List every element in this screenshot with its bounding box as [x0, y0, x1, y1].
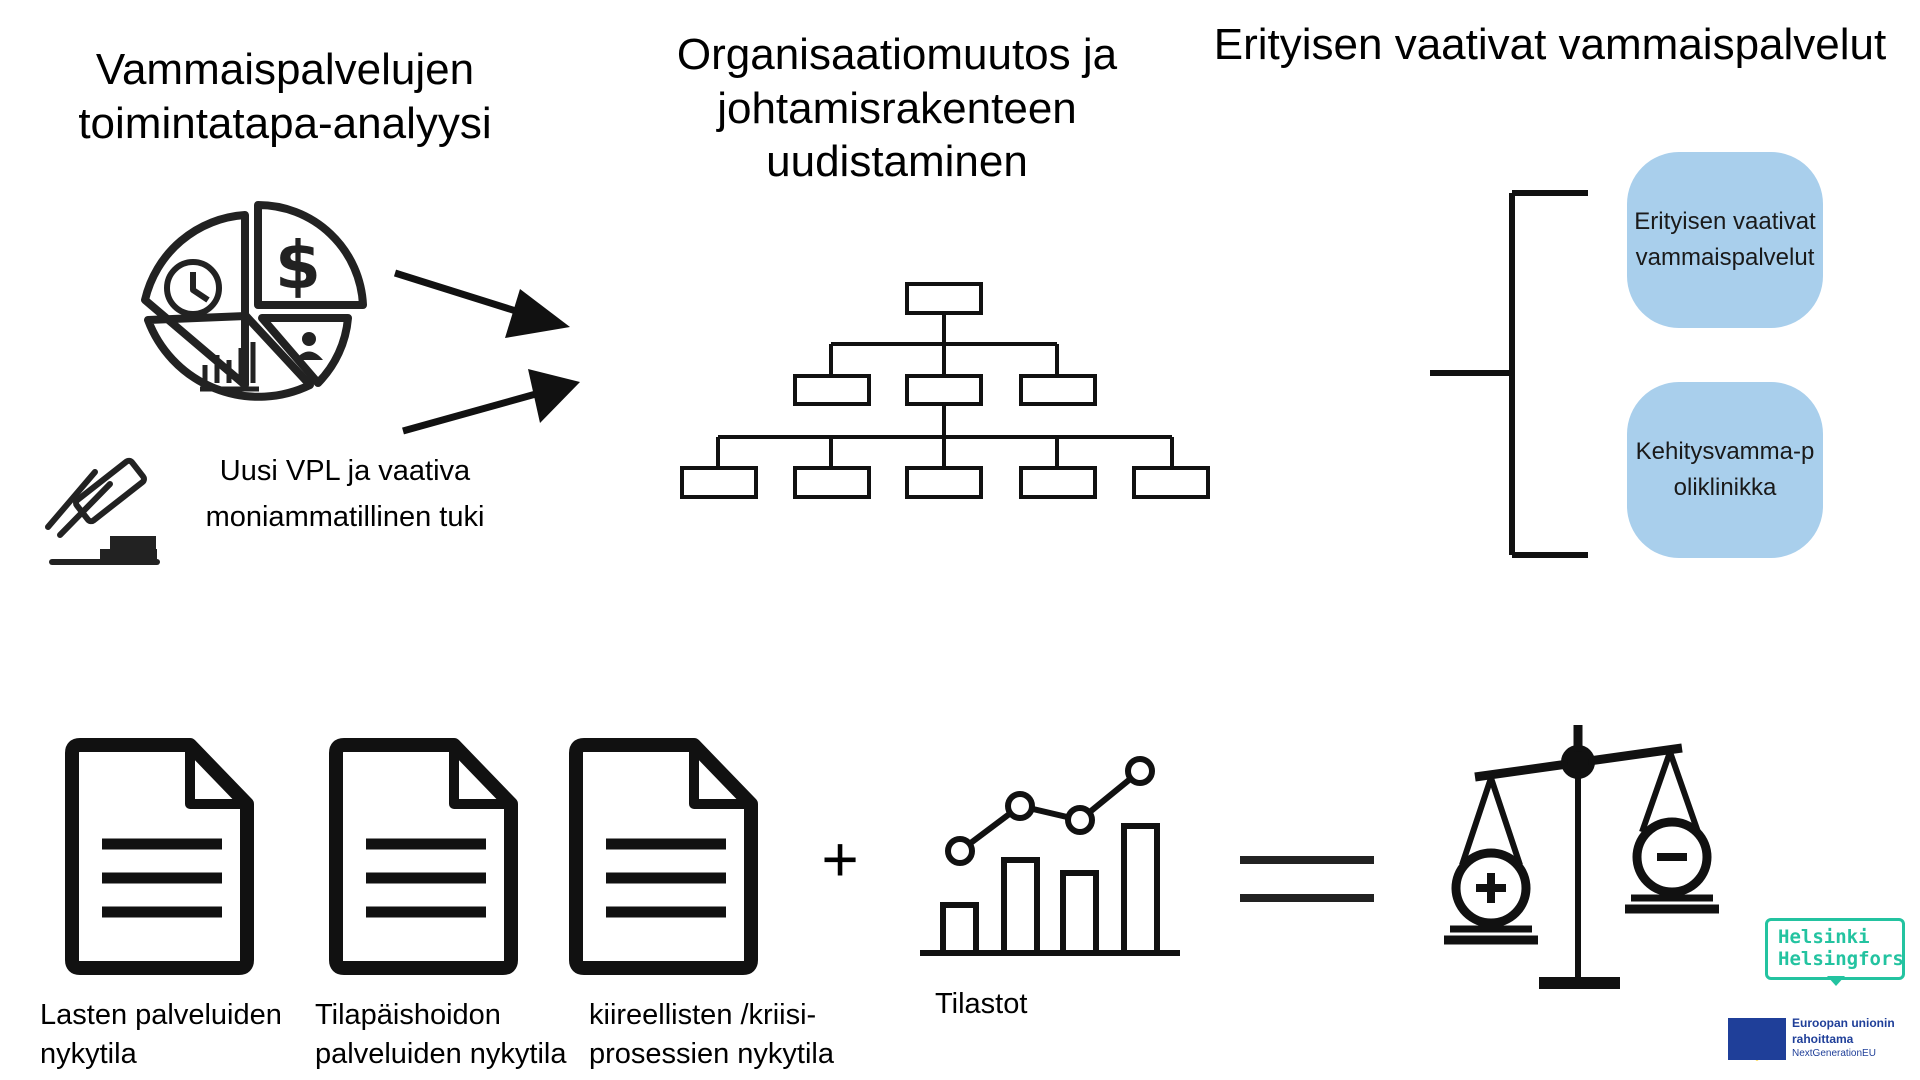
org-chart [680, 282, 1210, 499]
document-label: kiireellisten /kriisi-prosessien nykytil… [589, 999, 834, 1071]
document-icon [569, 738, 758, 975]
branch-bracket [1430, 190, 1588, 558]
branch-special-services: Erityisen vaativat vammaispalvelut [1627, 152, 1823, 328]
document-label: Lasten palveluiden nykytila [40, 999, 282, 1071]
svg-text:$: $ [275, 227, 321, 304]
branch-label: Erityisen vaativat vammaispalvelut [1634, 208, 1816, 271]
law-note: Uusi VPL ja vaativa moniammatillinen tuk… [205, 455, 485, 534]
helsinki-logo-line1: Helsinki [1778, 926, 1870, 948]
arrow-icon [393, 269, 580, 435]
gavel-icon [45, 457, 160, 565]
scales-icon [1444, 725, 1719, 989]
branch-label: Kehitysvamma-poliklinikka [1635, 438, 1815, 501]
eu-flag-icon [1728, 1018, 1786, 1060]
helsinki-logo: Helsinki Helsingfors [1765, 918, 1905, 980]
eu-funding-line1: Euroopan unionin [1792, 1016, 1895, 1030]
document-icon [329, 738, 518, 975]
eu-funding-line3: NextGenerationEU [1792, 1048, 1876, 1060]
special-services-title: Erityisen vaativat vammaispalvelut [1213, 20, 1887, 69]
document-label: Tilapäishoidon palveluiden nykytila [315, 999, 567, 1071]
statistics-label: Tilastot [935, 988, 1028, 1020]
branch-outpatient-clinic: Kehitysvamma-poliklinikka [1627, 382, 1823, 558]
helsinki-logo-line2: Helsingfors [1778, 947, 1904, 970]
reorg-title: Organisaatiomuutos ja johtamisrakenteen … [676, 30, 1118, 187]
eu-funding-text: Euroopan unionin rahoittama NextGenerati… [1792, 1016, 1895, 1060]
statistics-icon [920, 756, 1180, 956]
analysis-title: Vammaispalvelujen toimintatapa-analyysi [78, 45, 492, 148]
analysis-pie-icon: $ [141, 200, 367, 401]
document-icon [65, 738, 254, 975]
helsinki-logo-tail [1827, 976, 1845, 986]
plus-sign: + [821, 823, 859, 895]
equals-icon [1240, 856, 1374, 902]
eu-funding-line2: rahoittama [1792, 1031, 1854, 1046]
